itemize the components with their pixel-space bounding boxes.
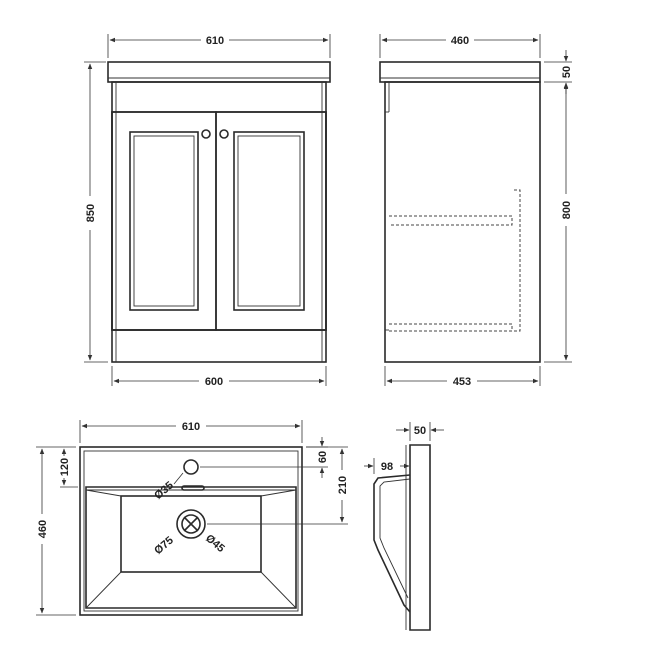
basin-plan-view — [79, 446, 303, 616]
dim-bowl-offset: 210 — [337, 476, 349, 494]
dim-basin-width: 610 — [182, 421, 200, 433]
dim-tap-hole-spacing: 60 — [317, 451, 329, 463]
side-hidden-back — [514, 189, 521, 332]
dim-side-top-depth: 460 — [451, 35, 469, 47]
side-dimensions: 460 50 800 453 — [379, 34, 573, 388]
basin-profile-back — [409, 444, 431, 631]
left-knob-icon — [201, 129, 211, 139]
front-view — [107, 61, 331, 363]
dim-basin-depth: 460 — [37, 520, 49, 538]
side-view — [379, 61, 541, 363]
tap-hole-icon — [183, 459, 199, 475]
dim-tap-hole-offset: 120 — [59, 458, 71, 476]
dim-side-top-thickness: 50 — [561, 66, 573, 78]
profile-dimensions: 50 98 — [364, 422, 444, 474]
right-knob-icon — [219, 129, 229, 139]
waste-inner-icon — [181, 514, 201, 534]
side-cabinet-body — [384, 81, 541, 363]
dim-profile-thickness: 50 — [414, 425, 426, 437]
basin-outline — [79, 446, 303, 616]
overflow-slot-icon — [181, 485, 205, 491]
dim-front-base-width: 600 — [205, 376, 223, 388]
front-door-frame — [111, 111, 327, 331]
dim-waste-inner-diameter: Ø45 — [203, 532, 227, 555]
right-door — [215, 111, 327, 331]
side-countertop — [379, 61, 541, 83]
basin-bowl-rim — [85, 486, 297, 609]
dim-front-top-width: 610 — [206, 35, 224, 47]
left-door-panel — [129, 131, 199, 311]
dim-side-body-height: 800 — [561, 201, 573, 219]
side-hidden-base — [389, 323, 513, 332]
dim-profile-depth: 98 — [381, 461, 393, 473]
front-countertop — [107, 61, 331, 83]
waste-outer-icon — [176, 509, 206, 539]
basin-bowl-floor — [120, 495, 262, 573]
front-cabinet-body — [111, 81, 327, 363]
right-door-panel — [233, 131, 305, 311]
dim-waste-outer-diameter: Ø75 — [152, 534, 176, 557]
side-hidden-shelf — [389, 215, 513, 226]
dim-tap-hole-diameter: Ø35 — [152, 479, 176, 502]
left-door — [111, 111, 217, 331]
front-dimensions: 610 850 600 — [84, 34, 331, 388]
basin-profile-view — [373, 444, 431, 631]
basin-profile-bowl — [373, 474, 411, 613]
dim-side-base-depth: 453 — [453, 376, 471, 388]
dim-front-height: 850 — [85, 204, 97, 222]
